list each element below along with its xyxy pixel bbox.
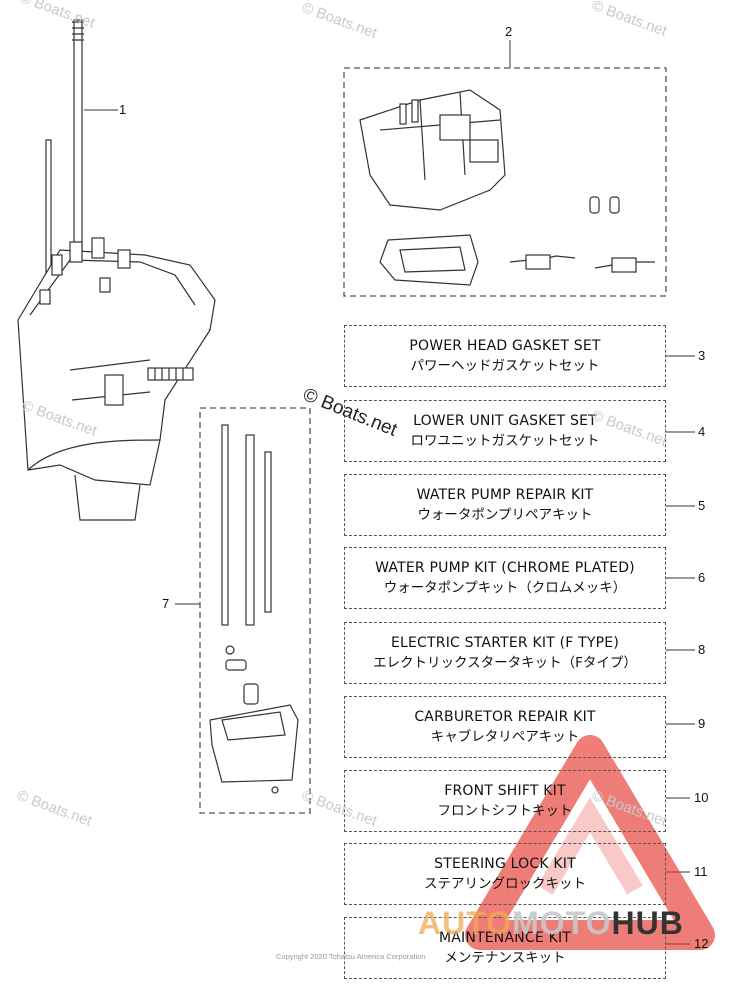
kit-8-english: ELECTRIC STARTER KIT (F TYPE)	[390, 635, 620, 651]
water-pump-drawing	[209, 424, 299, 794]
logo-auto: AUTO	[418, 905, 513, 941]
kit-box-12: MAINTENANCE KIT メンテナンスキット	[344, 917, 666, 979]
kit-3-number: 3	[698, 348, 706, 363]
callout-2: 2	[505, 24, 513, 39]
kit-5-japanese: ウォータポンプリペアキット	[417, 507, 593, 523]
kit-box-11: STEERING LOCK KIT ステアリングロックキット	[344, 843, 666, 905]
copyright-text: Copyright 2020 Tohatsu America Corporati…	[276, 952, 426, 961]
watermark-triangle	[465, 735, 715, 950]
kit-box-10: FRONT SHIFT KIT フロントシフトキット	[344, 770, 666, 832]
power-head-drawing	[359, 89, 655, 286]
callout-1: 1	[119, 102, 127, 117]
kit-box-4: LOWER UNIT GASKET SET ロワユニットガスケットセット	[344, 400, 666, 462]
kit-5-number: 5	[698, 498, 706, 513]
kit-11-english: STEERING LOCK KIT	[434, 856, 576, 872]
kit-10-japanese: フロントシフトキット	[437, 803, 573, 819]
kit-12-english: MAINTENANCE KIT	[438, 930, 572, 946]
callout-7: 7	[162, 596, 170, 611]
kit-3-english: POWER HEAD GASKET SET	[409, 338, 601, 354]
kit-4-number: 4	[698, 424, 706, 439]
kit-3-japanese: パワーヘッドガスケットセット	[410, 358, 600, 374]
kit-9-number: 9	[698, 716, 706, 731]
kit-10-number: 10	[694, 790, 709, 805]
kit-4-english: LOWER UNIT GASKET SET	[413, 413, 597, 429]
kit-9-english: CARBURETOR REPAIR KIT	[414, 709, 596, 725]
kit-8-number: 8	[698, 642, 706, 657]
kit-box-5: WATER PUMP REPAIR KIT ウォータポンプリペアキット	[344, 474, 666, 536]
kit-box-8: ELECTRIC STARTER KIT (F TYPE) エレクトリックスター…	[344, 622, 666, 684]
automotohub-logo: AUTOMOTOHUB	[418, 905, 684, 942]
kit-11-number: 11	[694, 864, 708, 879]
kit-box-6: WATER PUMP KIT (CHROME PLATED) ウォータポンプキッ…	[344, 547, 666, 609]
kit-10-english: FRONT SHIFT KIT	[444, 783, 566, 799]
kit-6-number: 6	[698, 570, 706, 585]
kit-4-japanese: ロワユニットガスケットセット	[410, 433, 600, 449]
water-pump-kit-box	[199, 407, 311, 814]
kit-5-english: WATER PUMP REPAIR KIT	[416, 487, 594, 503]
kit-6-japanese: ウォータポンプキット（クロムメッキ）	[383, 580, 627, 596]
kit-box-9: CARBURETOR REPAIR KIT キャブレタリペアキット	[344, 696, 666, 758]
kit-12-number: 12	[694, 936, 709, 951]
kit-8-japanese: エレクトリックスタータキット（Fタイプ）	[373, 655, 637, 671]
logo-hub: HUB	[611, 905, 684, 941]
logo-moto: MOTO	[512, 905, 612, 941]
kit-6-english: WATER PUMP KIT (CHROME PLATED)	[375, 560, 635, 576]
lower-unit-drawing	[17, 19, 216, 521]
kit-12-japanese: メンテナンスキット	[444, 950, 566, 966]
kit-9-japanese: キャブレタリペアキット	[430, 729, 580, 745]
kit-box-3: POWER HEAD GASKET SET パワーヘッドガスケットセット	[344, 325, 666, 387]
kit-11-japanese: ステアリングロックキット	[424, 876, 586, 892]
power-head-kit-box	[343, 67, 667, 297]
